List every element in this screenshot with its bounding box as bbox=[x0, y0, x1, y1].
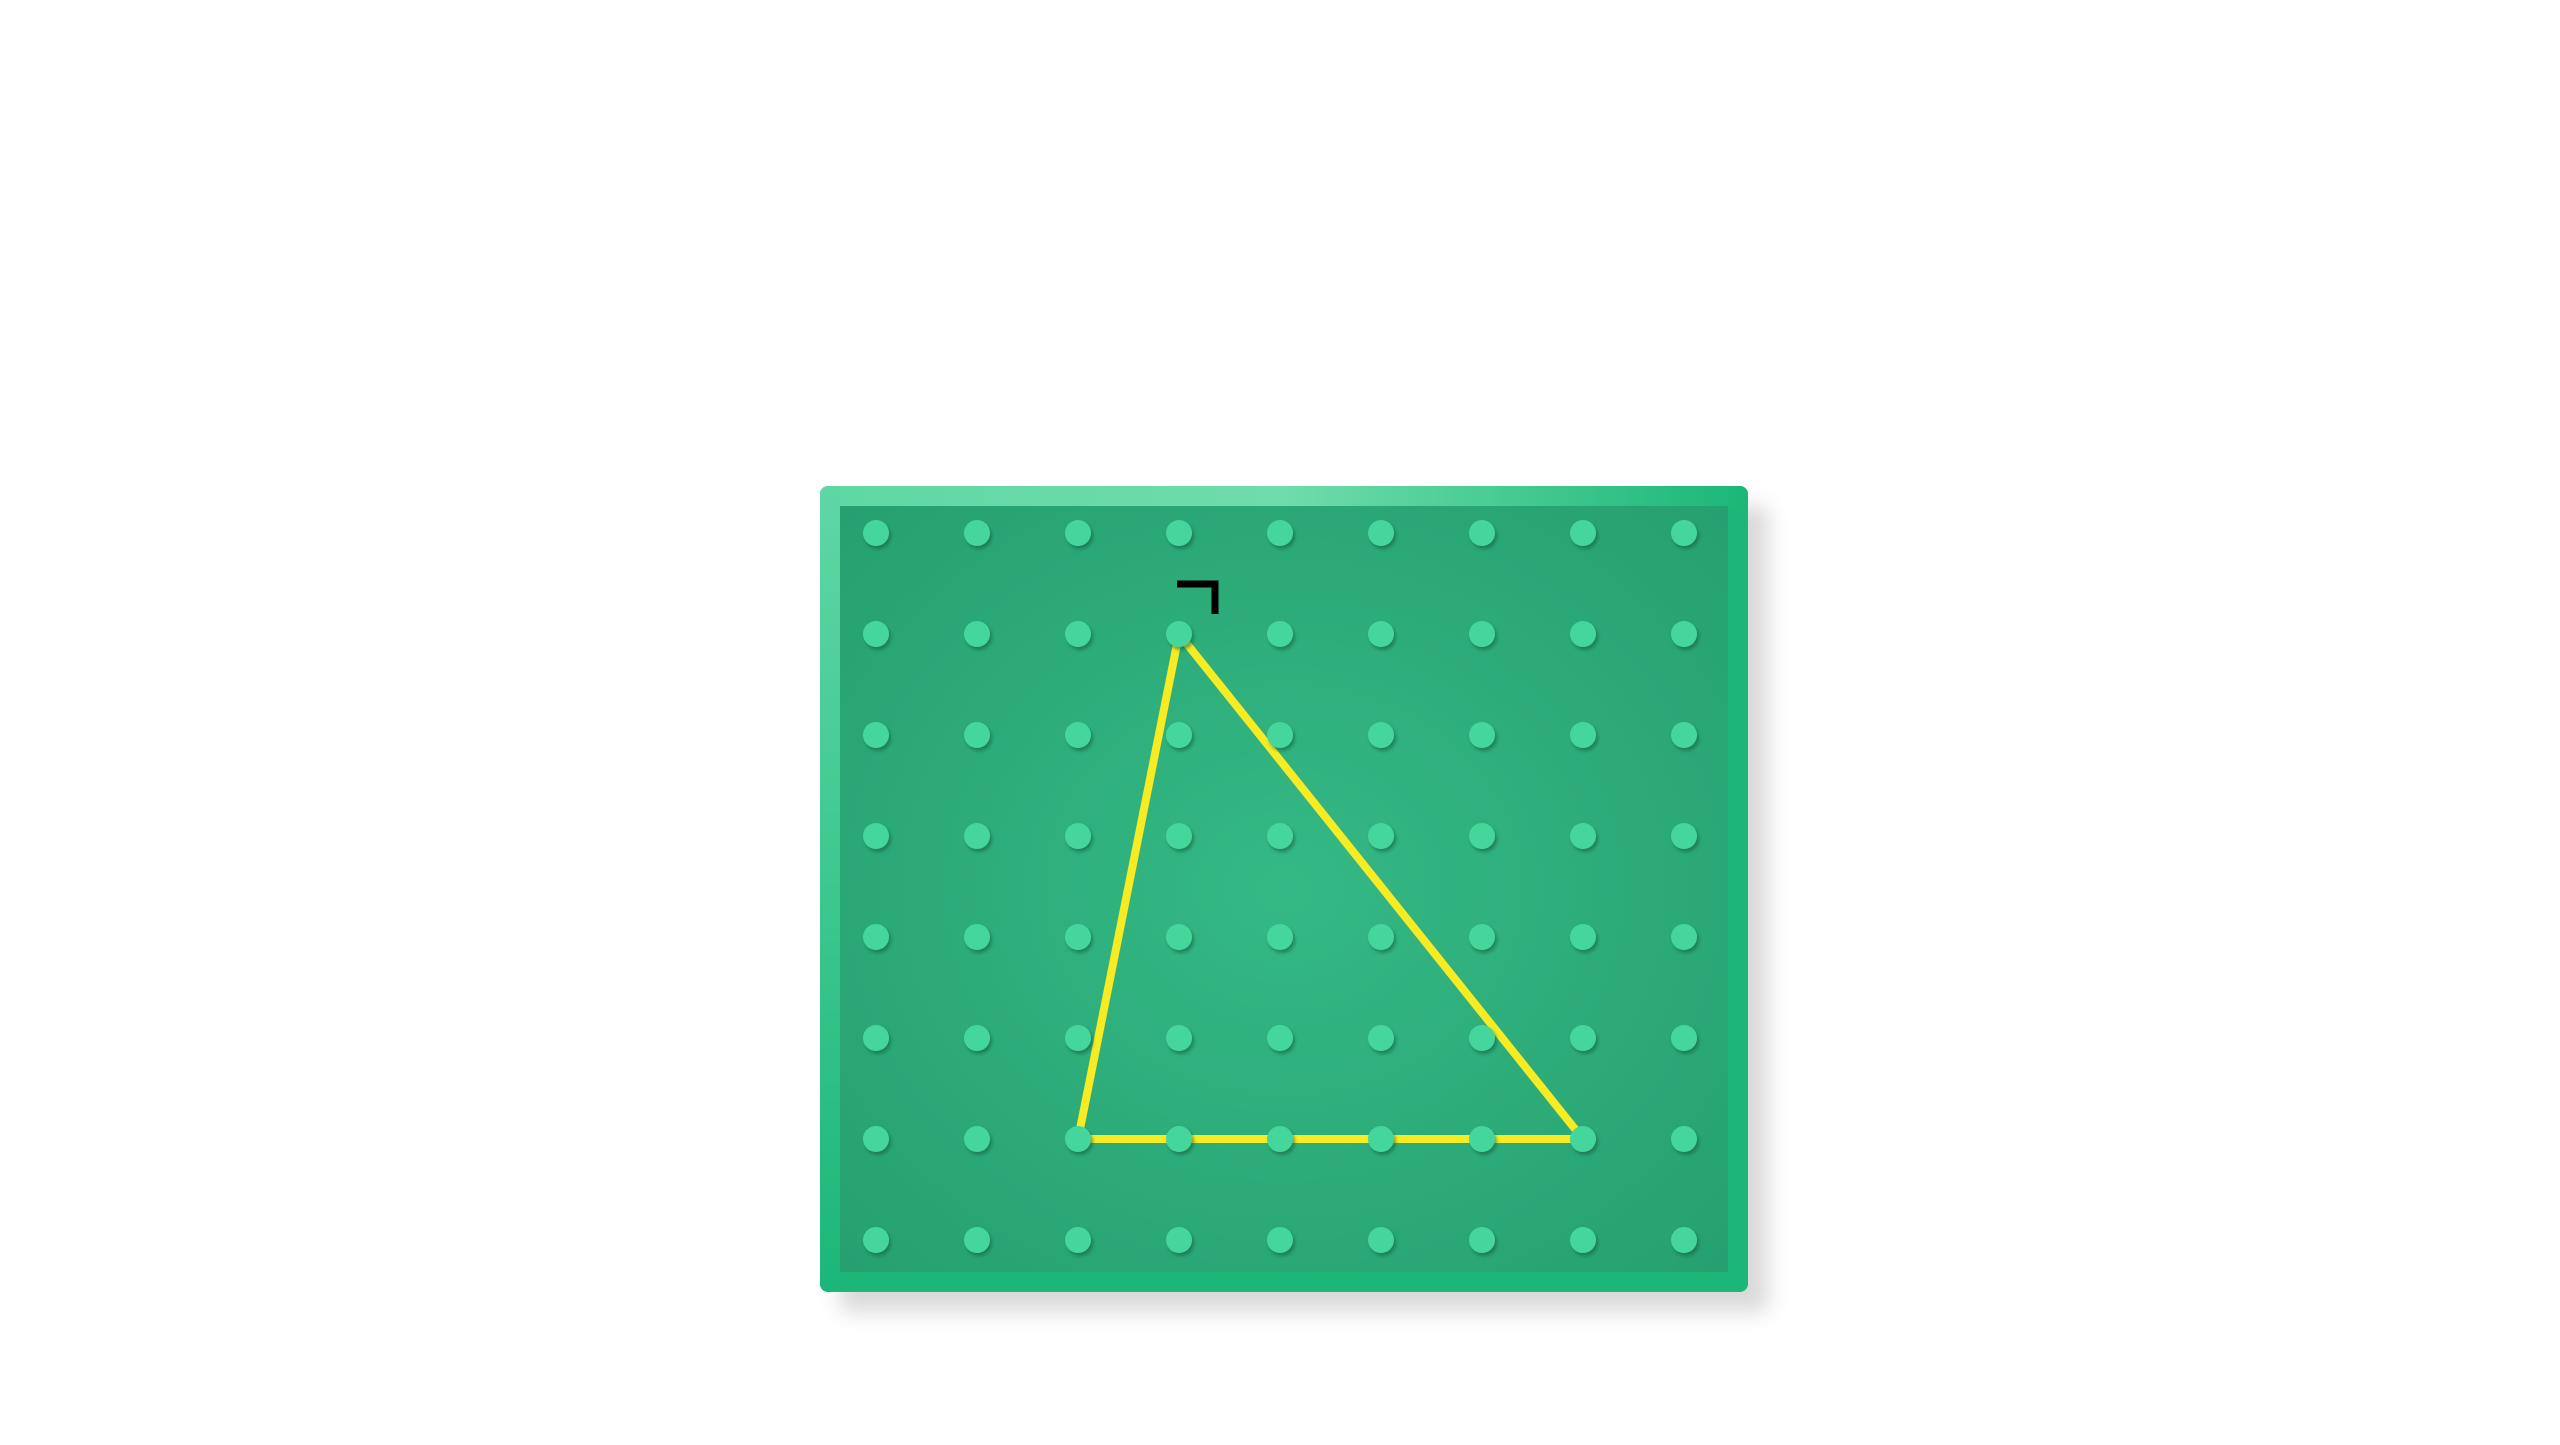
peg[interactable] bbox=[1166, 722, 1192, 748]
peg[interactable] bbox=[1368, 520, 1394, 546]
rubber-band-triangle[interactable] bbox=[1074, 630, 1587, 1143]
peg[interactable] bbox=[1671, 621, 1697, 647]
peg[interactable] bbox=[1065, 1025, 1091, 1051]
peg[interactable] bbox=[1570, 823, 1596, 849]
peg[interactable] bbox=[1368, 722, 1394, 748]
peg[interactable] bbox=[1671, 520, 1697, 546]
peg[interactable] bbox=[863, 621, 889, 647]
peg[interactable] bbox=[1166, 924, 1192, 950]
peg[interactable] bbox=[1065, 924, 1091, 950]
peg[interactable] bbox=[1671, 1126, 1697, 1152]
peg[interactable] bbox=[1065, 1227, 1091, 1253]
peg[interactable] bbox=[1065, 520, 1091, 546]
peg[interactable] bbox=[1267, 520, 1293, 546]
peg[interactable] bbox=[1065, 722, 1091, 748]
board-rim-left bbox=[820, 486, 840, 1292]
peg[interactable] bbox=[1368, 621, 1394, 647]
peg[interactable] bbox=[863, 823, 889, 849]
peg[interactable] bbox=[1267, 1126, 1293, 1152]
peg[interactable] bbox=[1166, 520, 1192, 546]
peg[interactable] bbox=[1267, 823, 1293, 849]
peg[interactable] bbox=[1267, 621, 1293, 647]
peg[interactable] bbox=[964, 1025, 990, 1051]
peg[interactable] bbox=[863, 722, 889, 748]
peg[interactable] bbox=[1267, 1025, 1293, 1051]
peg[interactable] bbox=[1267, 722, 1293, 748]
peg[interactable] bbox=[1671, 924, 1697, 950]
peg[interactable] bbox=[1671, 823, 1697, 849]
peg[interactable] bbox=[1570, 520, 1596, 546]
board-surface bbox=[840, 506, 1728, 1272]
peg[interactable] bbox=[1368, 1126, 1394, 1152]
peg[interactable] bbox=[1368, 1227, 1394, 1253]
peg[interactable] bbox=[863, 1025, 889, 1051]
peg[interactable] bbox=[1469, 1025, 1495, 1051]
peg[interactable] bbox=[1469, 823, 1495, 849]
peg[interactable] bbox=[1368, 823, 1394, 849]
peg[interactable] bbox=[1166, 823, 1192, 849]
peg[interactable] bbox=[1570, 1025, 1596, 1051]
peg[interactable] bbox=[1166, 1227, 1192, 1253]
peg[interactable] bbox=[1570, 722, 1596, 748]
corner-marker-icon bbox=[1177, 580, 1219, 614]
peg[interactable] bbox=[1671, 1025, 1697, 1051]
peg[interactable] bbox=[964, 924, 990, 950]
peg[interactable] bbox=[1570, 1227, 1596, 1253]
peg[interactable] bbox=[863, 924, 889, 950]
peg[interactable] bbox=[1469, 1227, 1495, 1253]
peg[interactable] bbox=[964, 520, 990, 546]
peg[interactable] bbox=[1469, 1126, 1495, 1152]
peg[interactable] bbox=[1570, 621, 1596, 647]
peg[interactable] bbox=[1671, 1227, 1697, 1253]
peg[interactable] bbox=[1267, 924, 1293, 950]
peg[interactable] bbox=[1368, 924, 1394, 950]
peg[interactable] bbox=[1570, 924, 1596, 950]
peg[interactable] bbox=[1267, 1227, 1293, 1253]
peg[interactable] bbox=[863, 1126, 889, 1152]
peg[interactable] bbox=[1570, 1126, 1596, 1152]
peg[interactable] bbox=[1368, 1025, 1394, 1051]
peg[interactable] bbox=[964, 1126, 990, 1152]
peg[interactable] bbox=[964, 621, 990, 647]
peg[interactable] bbox=[964, 823, 990, 849]
peg[interactable] bbox=[1166, 1025, 1192, 1051]
peg[interactable] bbox=[1671, 722, 1697, 748]
peg[interactable] bbox=[1469, 924, 1495, 950]
peg[interactable] bbox=[863, 1227, 889, 1253]
peg[interactable] bbox=[863, 520, 889, 546]
board-rim-top bbox=[820, 486, 1748, 510]
peg[interactable] bbox=[1469, 722, 1495, 748]
peg[interactable] bbox=[1166, 1126, 1192, 1152]
peg[interactable] bbox=[1469, 520, 1495, 546]
peg[interactable] bbox=[1469, 621, 1495, 647]
peg[interactable] bbox=[1166, 621, 1192, 647]
peg[interactable] bbox=[1065, 823, 1091, 849]
peg[interactable] bbox=[1065, 621, 1091, 647]
peg[interactable] bbox=[1065, 1126, 1091, 1152]
peg[interactable] bbox=[964, 722, 990, 748]
peg[interactable] bbox=[964, 1227, 990, 1253]
